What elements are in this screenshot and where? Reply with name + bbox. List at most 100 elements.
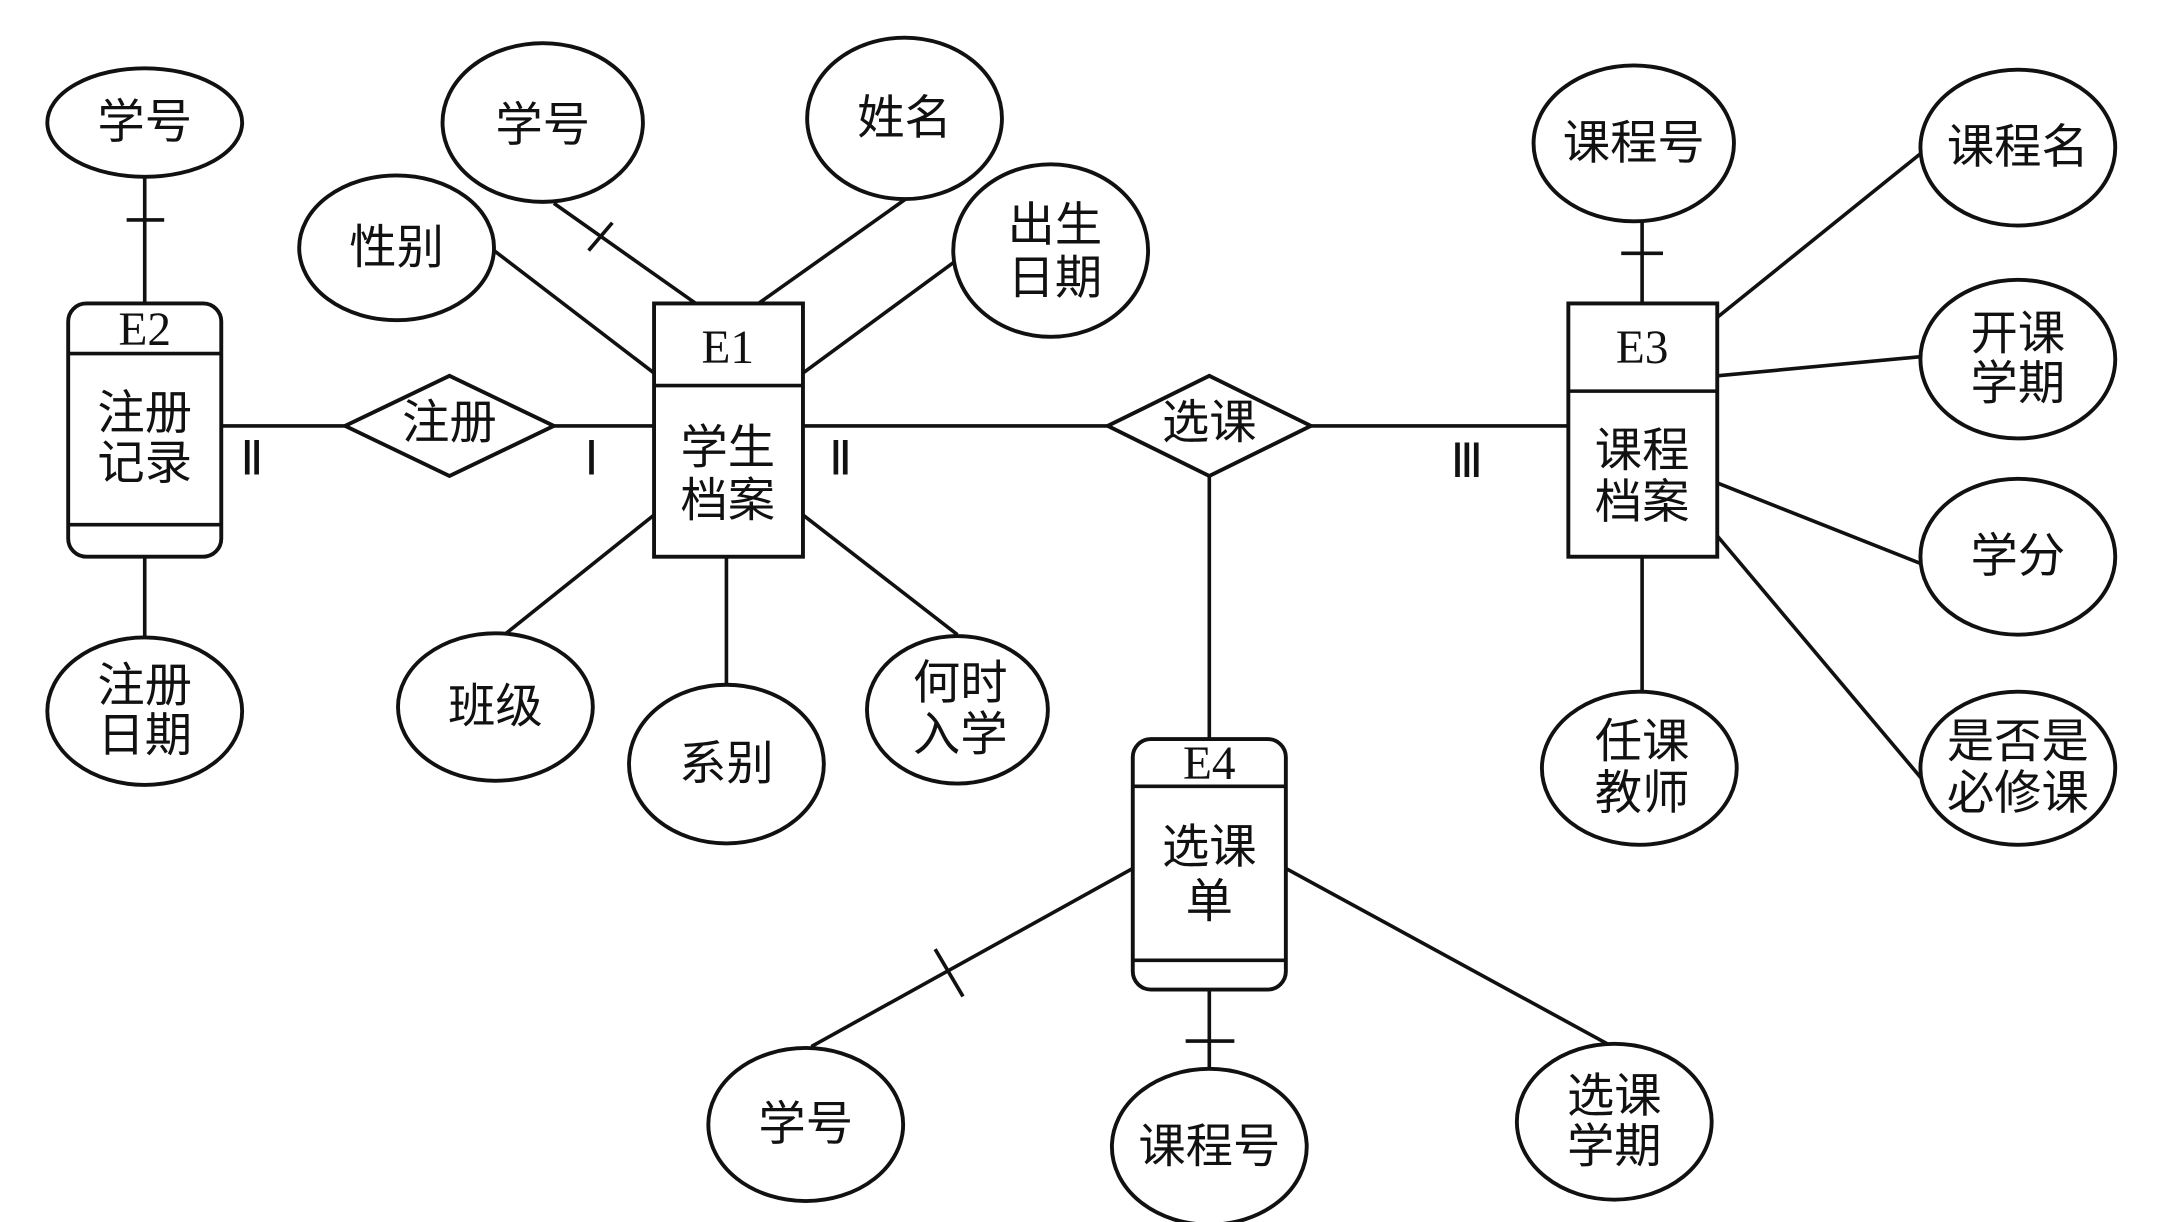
attribute-label: 学号 — [758, 1097, 853, 1152]
attribute-ellipse — [1539, 689, 1739, 847]
line-e1-xuehao — [552, 201, 697, 305]
attribute-label: 学分 — [1971, 529, 2066, 584]
attribute-label: 是否是 — [1947, 714, 2089, 769]
line-e3-bixiu — [1715, 534, 1926, 784]
entity-box — [652, 301, 805, 559]
relationship-label: 注册 — [402, 396, 497, 451]
relationship-zhuce[interactable]: 注册 — [340, 373, 559, 479]
attribute-ellipse — [706, 1046, 906, 1203]
entity-name-line: 学生 — [681, 421, 776, 476]
attribute-ellipse — [627, 682, 826, 846]
attribute-ellipse — [396, 631, 595, 783]
entity-id: E2 — [118, 304, 171, 356]
attribute-ellipse — [1918, 476, 2118, 637]
attribute-ellipse — [440, 41, 645, 204]
entity-e1[interactable]: E1 学生 档案 — [652, 301, 805, 559]
line-e3-kechengming — [1716, 148, 1926, 319]
entity-e3[interactable]: E3 课程 档案 — [1566, 301, 1720, 559]
line-e4-xuehao — [810, 866, 1134, 1049]
attribute-label: 日期 — [1008, 251, 1103, 306]
line-e1-banji — [499, 513, 656, 639]
entity-box — [1130, 737, 1288, 992]
attribute-e2-xuehao[interactable]: 学号 — [45, 66, 245, 179]
attribute-ellipse — [1109, 1066, 1309, 1222]
relationship-xuanke[interactable]: 选课 — [1103, 373, 1316, 479]
attribute-e1-heshiruxue[interactable]: 何时 入学 — [865, 634, 1050, 786]
attribute-label: 班级 — [448, 680, 543, 735]
attribute-e3-xuefen[interactable]: 学分 — [1918, 476, 2118, 637]
attribute-e1-banji[interactable]: 班级 — [396, 631, 595, 783]
attribute-e1-xuehao[interactable]: 学号 — [440, 41, 645, 204]
cardinality-label: Ⅱ — [829, 433, 852, 485]
attribute-e4-xuehao[interactable]: 学号 — [706, 1046, 906, 1203]
attribute-label: 入学 — [913, 707, 1008, 762]
entity-box — [66, 301, 224, 559]
line-e3-xuefen — [1716, 481, 1926, 567]
attribute-label: 教师 — [1595, 766, 1690, 821]
attribute-e2-zhuceriqi[interactable]: 注册 日期 — [45, 635, 245, 787]
attribute-label: 课程号 — [1563, 116, 1705, 171]
attribute-label: 必修课 — [1947, 766, 2089, 821]
attribute-e3-kechengming[interactable]: 课程名 — [1918, 67, 2118, 228]
attribute-ellipse — [45, 66, 245, 179]
line-e1-chusheng — [801, 260, 956, 375]
entity-name-line: 档案 — [1595, 475, 1690, 530]
attribute-label: 姓名 — [857, 91, 952, 146]
attribute-label: 何时 — [913, 656, 1008, 711]
entity-name-line: 档案 — [681, 474, 776, 529]
line-e1-xingbie — [492, 249, 656, 375]
attribute-label: 学号 — [97, 95, 192, 150]
line-e1-heshi — [801, 513, 959, 637]
attribute-e1-xingming[interactable]: 姓名 — [805, 35, 1004, 202]
entity-e2[interactable]: E2 注册 记录 — [66, 301, 224, 559]
key-tick — [587, 221, 614, 252]
entity-name-line: 课程 — [1595, 423, 1690, 478]
attribute-label: 学期 — [1971, 357, 2066, 412]
attribute-ellipse — [1514, 1041, 1714, 1202]
key-tick — [933, 948, 965, 998]
attribute-label: 学号 — [495, 98, 590, 153]
entity-id: E3 — [1616, 322, 1669, 374]
line-e3-kaike — [1717, 354, 1925, 378]
attribute-ellipse — [1918, 67, 2118, 228]
relationship-diamond — [340, 373, 559, 479]
line-e1-xingming — [757, 193, 913, 305]
cardinality-label: Ⅰ — [584, 433, 598, 485]
relationship-label: 选课 — [1162, 396, 1257, 451]
line-e4-xuanke-xueqi — [1284, 866, 1609, 1046]
attribute-label: 选课 — [1567, 1069, 1662, 1124]
attribute-e3-renkejiaoshi[interactable]: 任课 教师 — [1539, 689, 1739, 847]
attribute-label: 课程名 — [1947, 120, 2089, 175]
attribute-e1-xingbie[interactable]: 性别 — [297, 173, 496, 323]
entity-id: E1 — [702, 322, 755, 374]
entity-name-line: 记录 — [97, 436, 192, 491]
entity-name-line: 选课 — [1162, 820, 1257, 875]
attribute-label: 学期 — [1567, 1119, 1662, 1174]
attribute-label: 注册 — [97, 659, 192, 714]
attribute-e3-kaikexueqi[interactable]: 开课 学期 — [1918, 277, 2118, 441]
attribute-ellipse — [297, 173, 496, 323]
relationship-diamond — [1103, 373, 1316, 479]
attribute-label: 课程号 — [1138, 1119, 1280, 1174]
attribute-e4-xuankexueqi[interactable]: 选课 学期 — [1514, 1041, 1714, 1202]
attribute-label: 性别 — [349, 220, 444, 275]
attribute-label: 开课 — [1971, 307, 2066, 362]
cardinality-label: Ⅱ — [240, 433, 263, 485]
attribute-ellipse — [1531, 63, 1736, 224]
attribute-ellipse — [865, 634, 1050, 786]
entity-box — [1566, 301, 1720, 559]
cardinality-label: Ⅲ — [1450, 436, 1483, 488]
attribute-e3-kechenghao[interactable]: 课程号 — [1531, 63, 1736, 224]
attribute-e1-xibie[interactable]: 系别 — [627, 682, 826, 846]
entity-e4[interactable]: E4 选课 单 — [1130, 737, 1288, 992]
attribute-label: 日期 — [97, 709, 192, 764]
attribute-e3-shifoubixiuke[interactable]: 是否是 必修课 — [1918, 689, 2118, 847]
attribute-label: 出生 — [1008, 198, 1103, 253]
attribute-label: 系别 — [679, 737, 774, 792]
entity-id: E4 — [1183, 738, 1236, 790]
entity-name-line: 单 — [1186, 874, 1233, 929]
attribute-ellipse — [1918, 689, 2118, 847]
attribute-e4-kechenghao[interactable]: 课程号 — [1109, 1066, 1309, 1222]
attribute-e1-chushengriqi[interactable]: 出生 日期 — [951, 162, 1151, 339]
